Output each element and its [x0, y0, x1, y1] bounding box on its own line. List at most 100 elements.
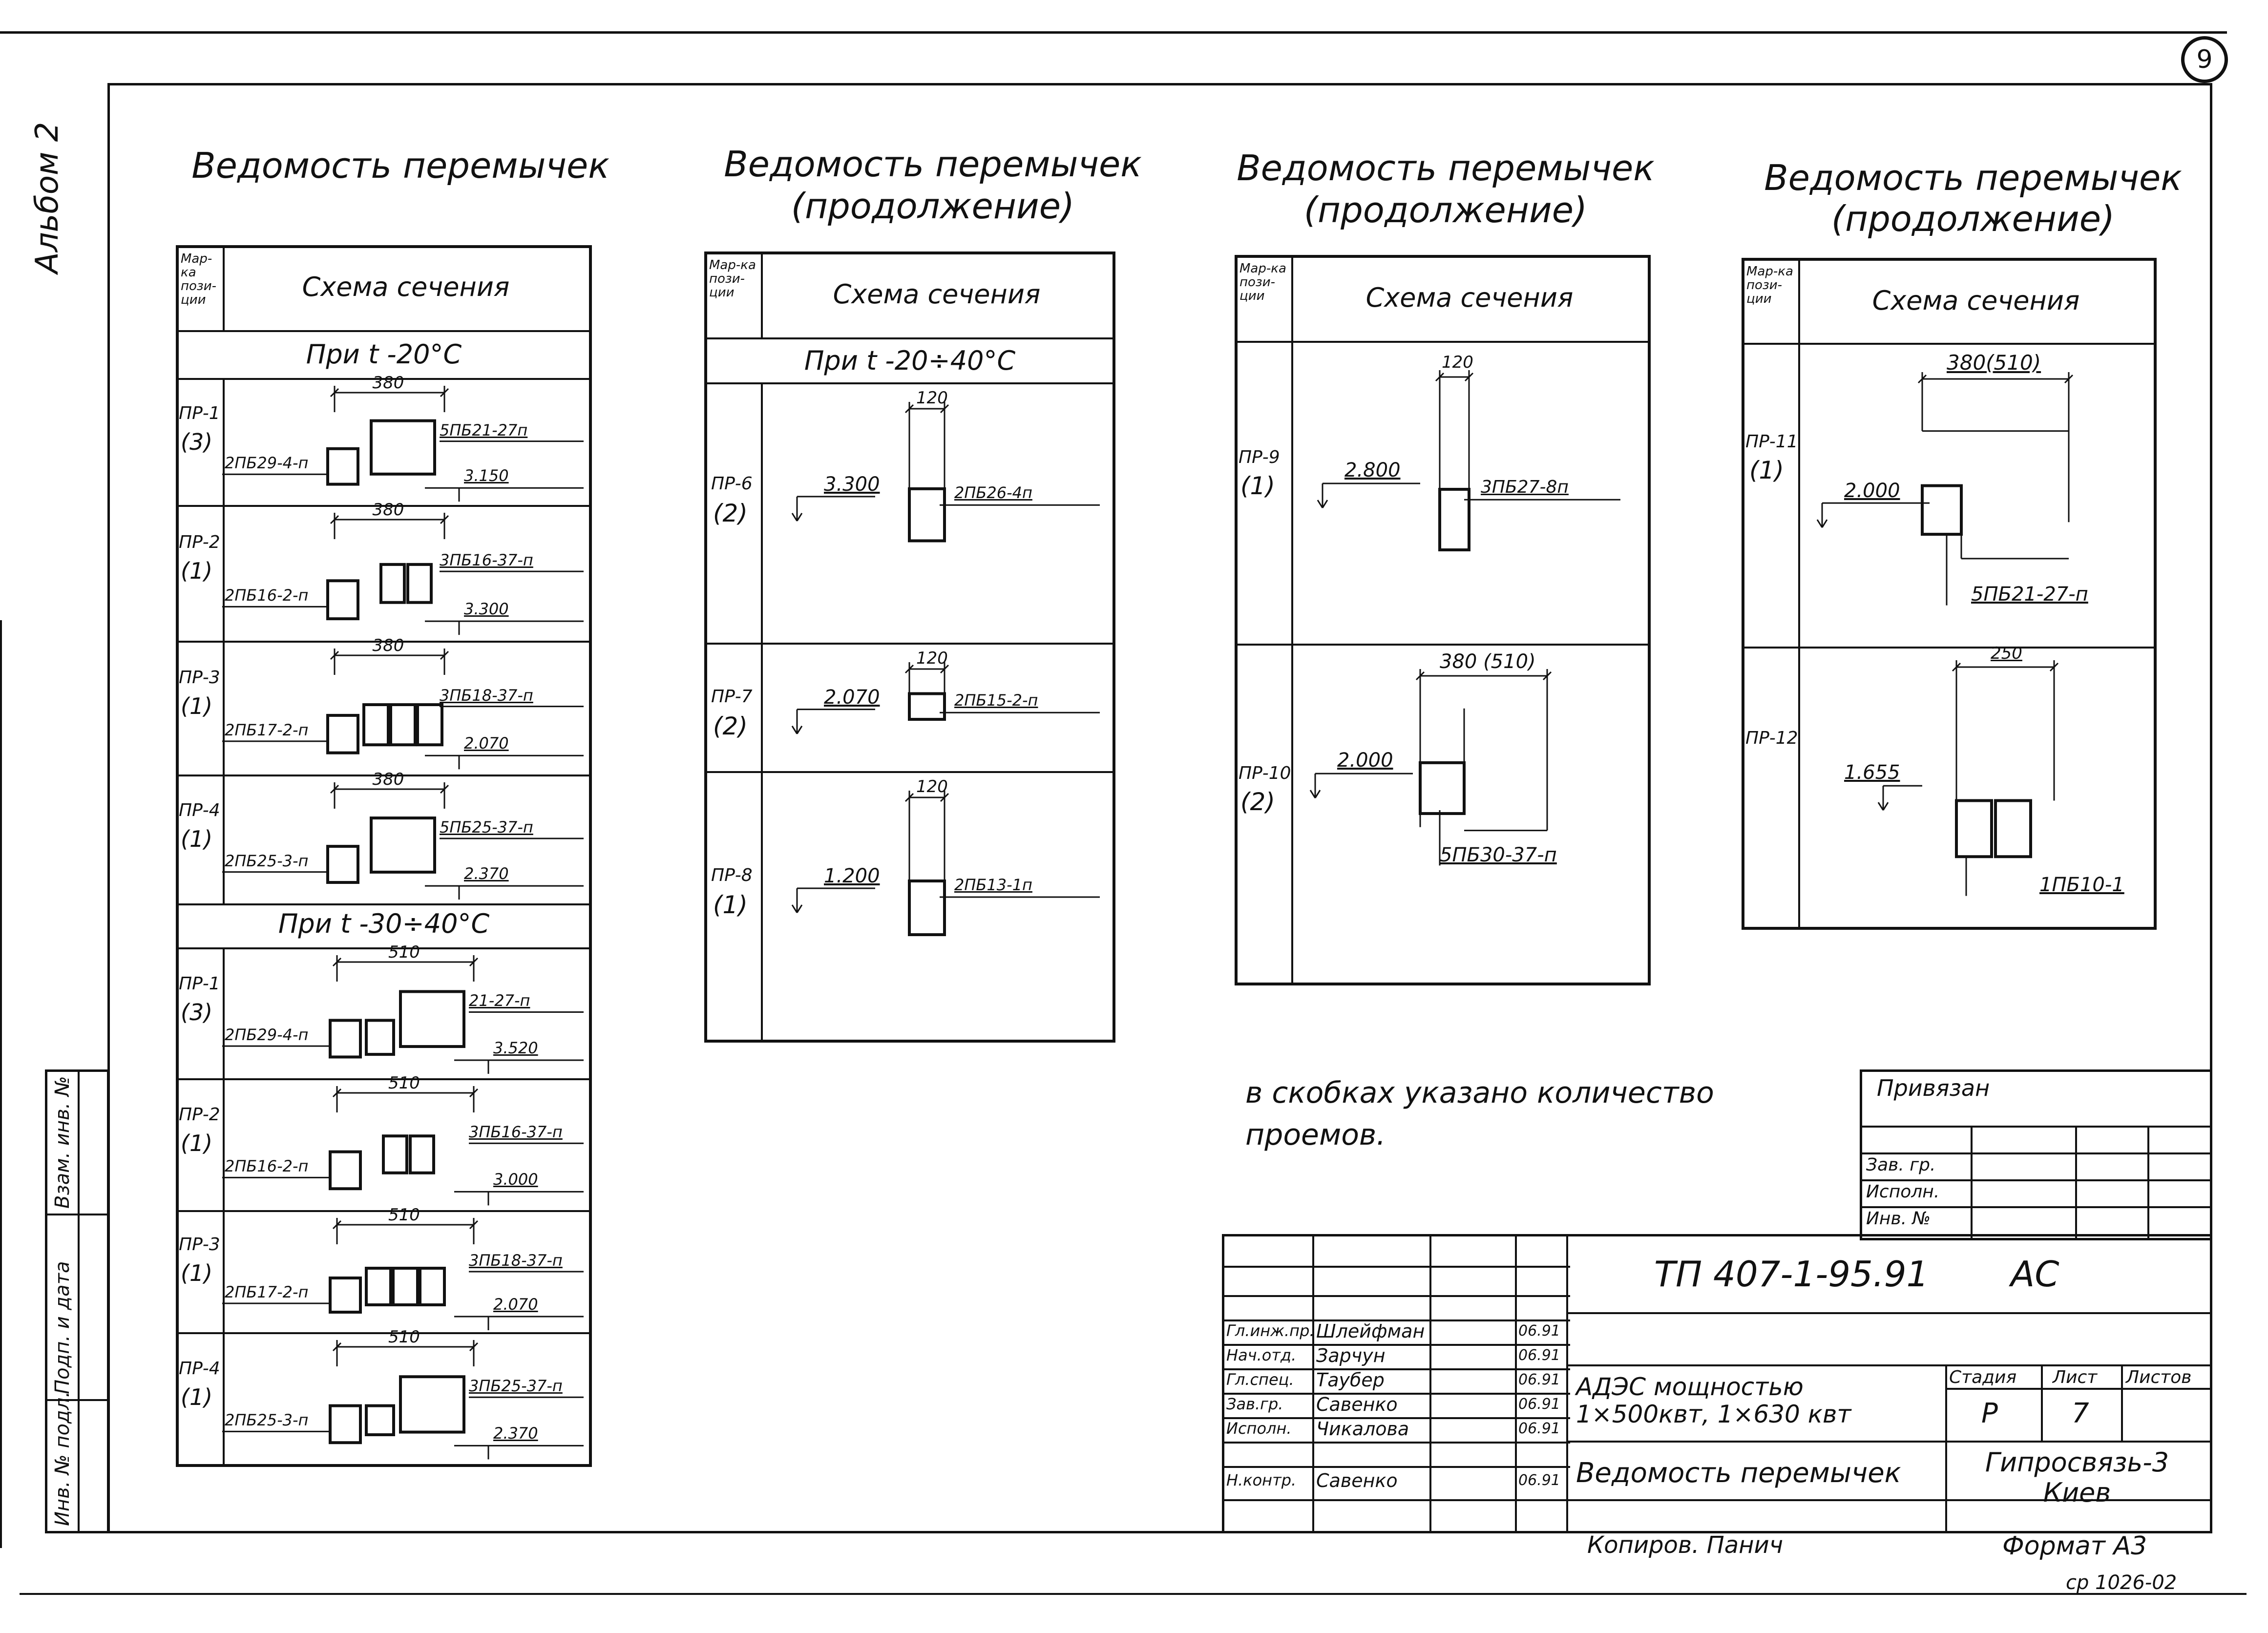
section-sketch [222, 955, 584, 1074]
row-mark: ПР-1 [179, 403, 220, 424]
sheet-label: Лист [2053, 1367, 2098, 1387]
left-lintel-label: 2ПБ29-4-п [225, 454, 309, 473]
section-sketch [222, 649, 584, 770]
dimension-label: 510 [388, 1205, 420, 1225]
person-name: Шлейфман [1316, 1320, 1425, 1342]
person-role: Исполн. [1226, 1419, 1292, 1438]
stage-label: Стадия [1949, 1367, 2017, 1387]
person-date: 06.91 [1518, 1371, 1560, 1388]
row-mark: ПР-2 [179, 1105, 220, 1125]
left-lintel-label: 2ПБ25-3-п [225, 851, 309, 870]
dimension-label: 120 [1442, 353, 1473, 372]
section-sketch [222, 1086, 584, 1206]
row-mark: ПР-3 [179, 1235, 220, 1255]
section-sketch [222, 1340, 584, 1460]
row-mark: ПР-3 [179, 668, 220, 688]
person-name: Савенко [1316, 1394, 1398, 1415]
side-stamp-cell-1: Инв. № подл. [51, 1391, 74, 1526]
table1-band-2: При t -30÷40°С [278, 908, 490, 939]
person-role: Зав.гр. [1226, 1395, 1283, 1413]
level-mark: 3.300 [824, 473, 880, 496]
person-role: Гл.инж.пр. [1226, 1321, 1315, 1340]
row-count: (2) [713, 712, 748, 740]
top-rule [0, 31, 2227, 34]
row-count: (1) [1749, 456, 1784, 484]
section-sketch [222, 1218, 584, 1330]
right-lintel-label: 3ПБ25-37-п [469, 1377, 563, 1396]
row-mark: ПР-10 [1239, 763, 1291, 783]
lintel-label: 3ПБ27-8п [1481, 477, 1569, 498]
table3-title: Ведомость перемычек [1237, 147, 1655, 188]
tied-block: Привязан Зав. гр. Исполн. Инв. № [1860, 1069, 2212, 1240]
dimension-label: 380 [372, 373, 404, 393]
section-sketch [791, 791, 1100, 936]
doc-title: Ведомость перемычек [1576, 1457, 1901, 1489]
stage-value: Р [1981, 1398, 1998, 1429]
row-mark: ПР-8 [711, 865, 753, 885]
right-lintel-label: 3ПБ16-37-п [440, 551, 533, 570]
table4: Мар-ка пози-ции Схема сечения [1742, 258, 2157, 930]
left-lintel-label: 2ПБ16-2-п [225, 1157, 309, 1176]
row-mark: ПР-12 [1745, 728, 1798, 749]
bottom-rule [20, 1593, 2247, 1595]
stamp-code: ср 1026-02 [2066, 1571, 2177, 1594]
section-sketch [1317, 370, 1620, 551]
side-stamp-cell-3: Взам. инв. № [51, 1076, 74, 1209]
dimension-label: 380 [372, 770, 404, 789]
person-date: 06.91 [1518, 1396, 1560, 1413]
row-mark: ПР-6 [711, 473, 753, 494]
right-lintel-label: 3ПБ18-37-п [440, 686, 533, 705]
table2-col-mark: Мар-ка пози-ции [709, 258, 756, 300]
level-mark: 2.000 [1844, 480, 1900, 502]
dimension-label: 120 [916, 777, 948, 796]
right-lintel-label: 3ПБ18-37-п [469, 1251, 563, 1270]
table2-row: ПР-6 (2) 120 3.300 2ПБ26-4п [704, 379, 1110, 640]
level-mark: 3.150 [464, 466, 509, 485]
table2-title: Ведомость перемычек [724, 144, 1142, 185]
table2-col-scheme: Схема сечения [833, 279, 1041, 310]
dimension-label: 120 [916, 388, 948, 408]
tied-row-2: Исполн. [1866, 1182, 1940, 1202]
sheets-label: Листов [2126, 1367, 2192, 1387]
section-sketch [222, 386, 584, 502]
dimension-label: 510 [388, 942, 420, 962]
row-count: (2) [713, 499, 748, 527]
section-sketch [222, 513, 584, 635]
table3-subtitle: (продолжение) [1303, 189, 1588, 230]
drawing-frame [107, 83, 2212, 1533]
dimension-label: 380(510) [1947, 351, 2041, 375]
table1: Мар-ка пози-ции Схема сечения При t -20°… [176, 245, 592, 1467]
row-mark: ПР-2 [179, 532, 220, 553]
row-count: (2) [1240, 787, 1275, 816]
row-count: (1) [713, 891, 748, 919]
table1-col-mark: Мар-ка пози-ции [181, 251, 217, 307]
dimension-label: 380 [372, 500, 404, 520]
person-role: Нач.отд. [1226, 1346, 1297, 1364]
tied-row-3: Инв. № [1866, 1209, 1931, 1229]
table3-col-mark: Мар-ка пози-ции [1239, 261, 1286, 303]
lintel-label: 2ПБ13-1п [954, 876, 1032, 894]
table1-band-1: При t -20°С [306, 339, 462, 370]
doc-code: ТП 407-1-95.91 [1654, 1254, 1929, 1295]
left-lintel-label: 2ПБ17-2-п [225, 720, 309, 739]
table2-band-1: При t -20÷40°С [804, 345, 1016, 376]
left-lintel-label: 2ПБ16-2-п [225, 586, 309, 605]
person-date: 06.91 [1518, 1347, 1560, 1364]
side-stamp-cell-2: Подп. и дата [51, 1261, 74, 1394]
format-label: Формат А3 [2002, 1531, 2147, 1561]
organization: Гипросвязь-3 Киев [1985, 1447, 2169, 1508]
row-count: (3) [181, 999, 213, 1026]
section-sketch [1877, 660, 2059, 896]
dimension-label: 120 [916, 649, 948, 668]
side-stamp: Инв. № подл. Подп. и дата Взам. инв. № [45, 1069, 109, 1533]
dimension-label: 380 (510) [1440, 650, 1536, 673]
lintel-label: 2ПБ26-4п [954, 483, 1032, 502]
